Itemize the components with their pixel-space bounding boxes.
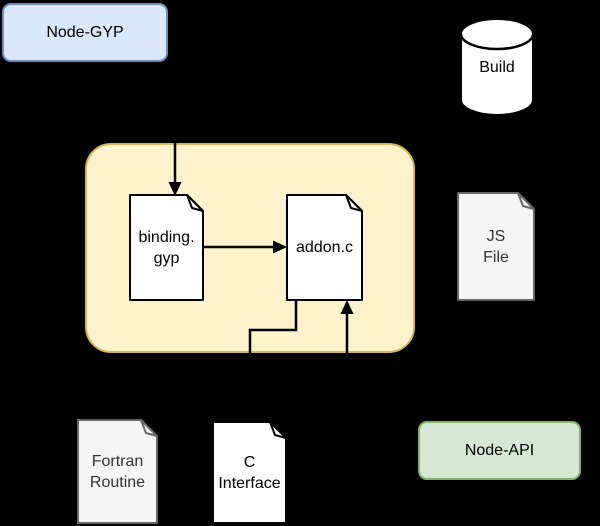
node-gyp-node: [2, 3, 168, 62]
note-fold-icon: [186, 194, 204, 212]
node-api-node: [418, 421, 581, 480]
build-cylinder-shape: [459, 18, 535, 116]
note-fold-icon: [140, 419, 158, 437]
addon-c-note-shape: [286, 194, 363, 301]
cylinder-rim: [459, 33, 535, 51]
edge-addon-c-elbow-down: [243, 301, 298, 421]
edge-arrow-into-binding-gyp: [168, 70, 182, 196]
note-fold-icon: [345, 194, 363, 212]
note-fold-icon: [517, 192, 535, 210]
arrowhead-up-icon: [340, 300, 354, 314]
arrowhead-down-icon: [168, 182, 182, 196]
edge-binding-gyp-to-addon-c: [204, 240, 287, 254]
note-fold-icon: [269, 421, 287, 439]
binding-gyp-note-shape: [129, 194, 204, 301]
fortran-routine-note-shape: [77, 419, 158, 524]
arrowhead-right-icon: [273, 240, 287, 254]
js-file-note-shape: [457, 192, 535, 301]
arrowhead-down-icon: [243, 407, 257, 421]
c-interface-note-shape: [212, 421, 287, 524]
edge-arrow-up-into-addon-c: [340, 300, 354, 428]
